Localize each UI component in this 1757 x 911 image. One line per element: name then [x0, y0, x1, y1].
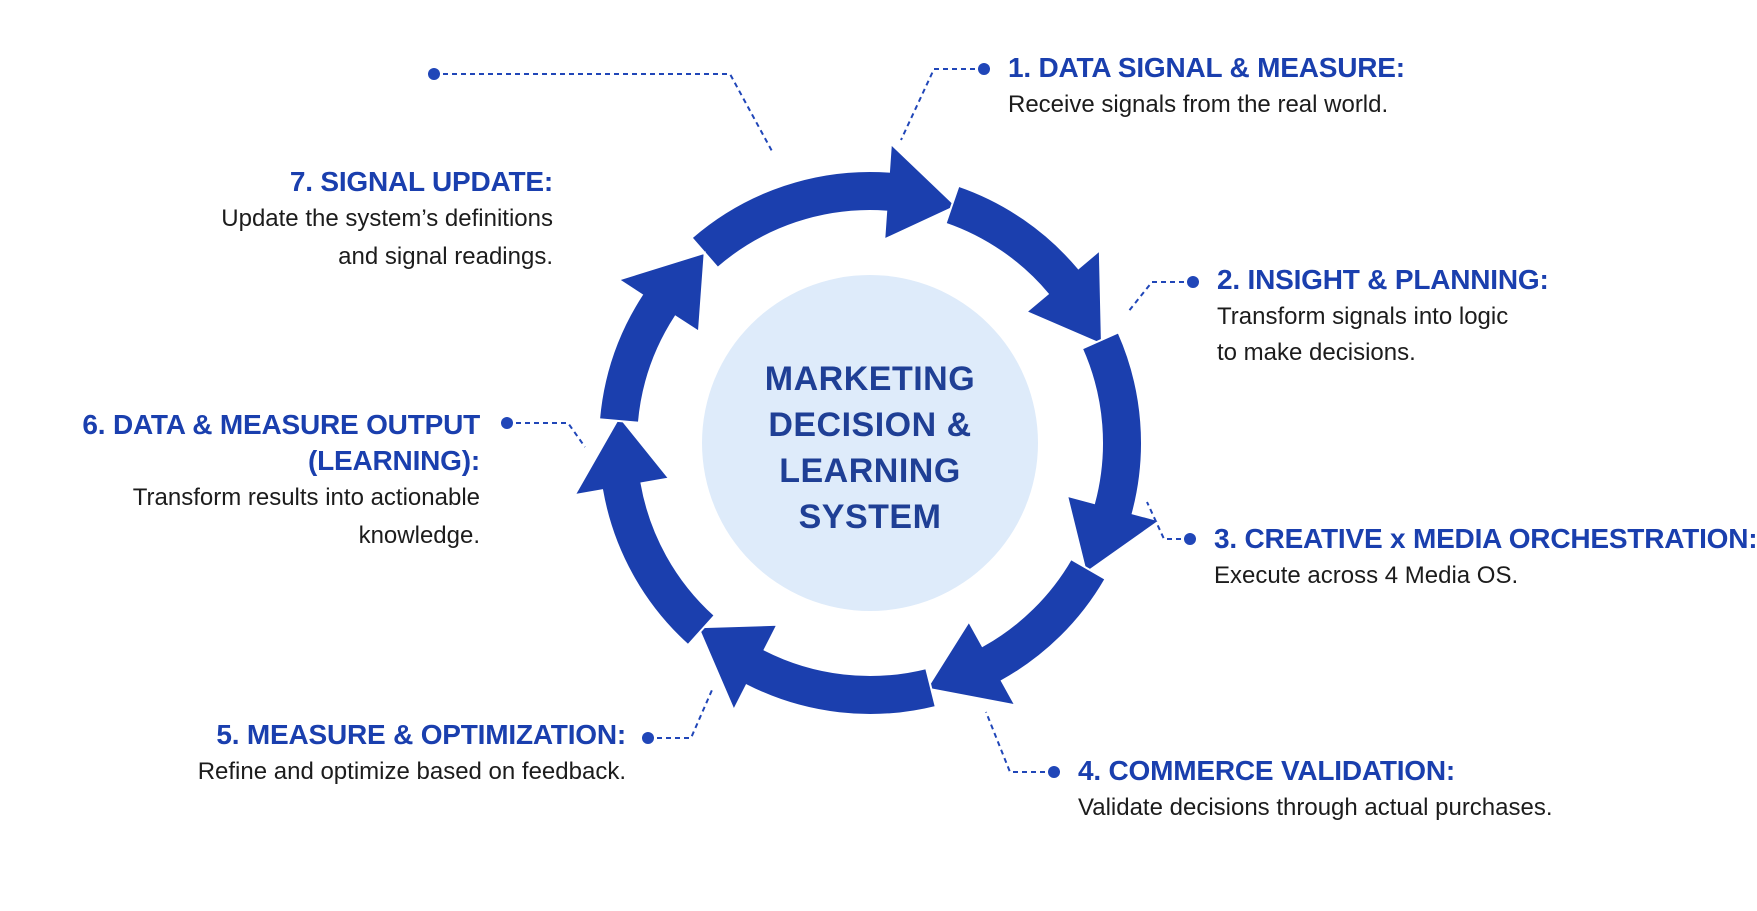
connector-step-6-dot — [501, 417, 513, 429]
step-3: 3. CREATIVE x MEDIA ORCHESTRATION: Execu… — [1214, 521, 1757, 595]
step-2-desc-line-1: Transform signals into logic — [1217, 303, 1509, 330]
step-1-desc: Receive signals from the real world. — [1008, 91, 1389, 118]
step-2: 2. INSIGHT & PLANNING: Transform signals… — [1217, 262, 1549, 372]
center-line-3: LEARNING — [779, 452, 961, 490]
connector-lines — [428, 63, 1199, 778]
connector-step-4-dot — [1048, 766, 1060, 778]
step-6-title-line-1: 6. DATA & MEASURE OUTPUT — [82, 409, 480, 440]
connector-step-5 — [648, 689, 713, 739]
step-7: 7. SIGNAL UPDATE: Update the system’s de… — [221, 164, 553, 276]
cycle-arrow-1 — [690, 141, 958, 270]
step-4-title: 4. COMMERCE VALIDATION: — [1078, 755, 1456, 786]
step-4: 4. COMMERCE VALIDATION: Validate decisio… — [1078, 753, 1553, 827]
step-6-title-line-2: (LEARNING): — [308, 445, 480, 476]
step-3-title: 3. CREATIVE x MEDIA ORCHESTRATION: — [1214, 523, 1757, 554]
step-2-desc-line-2: to make decisions. — [1217, 339, 1416, 366]
step-5: 5. MEASURE & OPTIMIZATION: Refine and op… — [198, 717, 626, 791]
step-1-title: 1. DATA SIGNAL & MEASURE: — [1008, 52, 1405, 83]
step-7-desc-line-1: Update the system’s definitions — [221, 205, 553, 232]
step-2-title: 2. INSIGHT & PLANNING: — [1217, 264, 1549, 295]
center-line-1: MARKETING — [764, 360, 976, 398]
connector-step-5-dot — [642, 732, 654, 744]
connector-step-4 — [985, 711, 1054, 773]
connector-step-1-dot — [978, 63, 990, 75]
cycle-arrows — [572, 141, 1163, 716]
center-circle — [702, 275, 1038, 611]
cycle-arrow-5 — [696, 623, 938, 716]
step-6-desc-line-2: knowledge. — [358, 522, 480, 549]
cycle-arrow-7 — [597, 251, 706, 424]
step-1: 1. DATA SIGNAL & MEASURE: Receive signal… — [1008, 50, 1405, 124]
connector-step-2 — [1127, 281, 1193, 313]
center-label: MARKETING DECISION & LEARNING SYSTEM — [700, 356, 1040, 540]
connector-step-2-dot — [1187, 276, 1199, 288]
step-4-desc: Validate decisions through actual purcha… — [1078, 794, 1553, 821]
connector-top-left-dot — [428, 68, 440, 80]
connector-step-3-dot — [1184, 533, 1196, 545]
connector-top-left — [434, 73, 774, 154]
connector-step-1 — [900, 68, 984, 141]
connector-step-6 — [507, 422, 586, 448]
step-3-desc: Execute across 4 Media OS. — [1214, 562, 1519, 589]
cycle-arrow-6 — [572, 414, 717, 647]
step-6-desc-line-1: Transform results into actionable — [132, 484, 480, 511]
step-6: 6. DATA & MEASURE OUTPUT (LEARNING): Tra… — [82, 407, 480, 555]
step-5-title: 5. MEASURE & OPTIMIZATION: — [216, 719, 626, 750]
step-5-desc: Refine and optimize based on feedback. — [197, 758, 626, 785]
step-7-title: 7. SIGNAL UPDATE: — [289, 166, 553, 197]
center-line-2: DECISION & — [768, 406, 972, 444]
center-line-4: SYSTEM — [798, 498, 942, 536]
cycle-arrow-3 — [1065, 331, 1163, 575]
step-7-desc-line-2: and signal readings. — [338, 243, 553, 270]
